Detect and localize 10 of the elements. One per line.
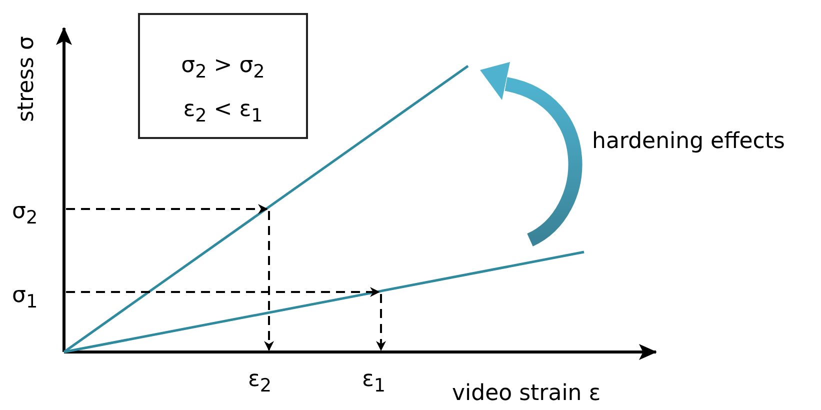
tick-label: ε$_{2}$ (248, 366, 272, 398)
formula-box (138, 13, 308, 139)
tick-label: ε$_{1}$ (362, 366, 386, 398)
annotation-text: hardening effects (592, 128, 785, 156)
inequality-text: σ$_{2}$ > σ$_{2}$ (180, 52, 266, 84)
axis-title: stress σ (13, 36, 40, 122)
tick-label: σ$_{1}$ (12, 282, 38, 314)
inequality-text: ε$_{2}$ < ε$_{1}$ (182, 96, 264, 128)
axis-title: video strain ε (452, 380, 601, 408)
tick-label: σ$_{2}$ (12, 198, 38, 230)
